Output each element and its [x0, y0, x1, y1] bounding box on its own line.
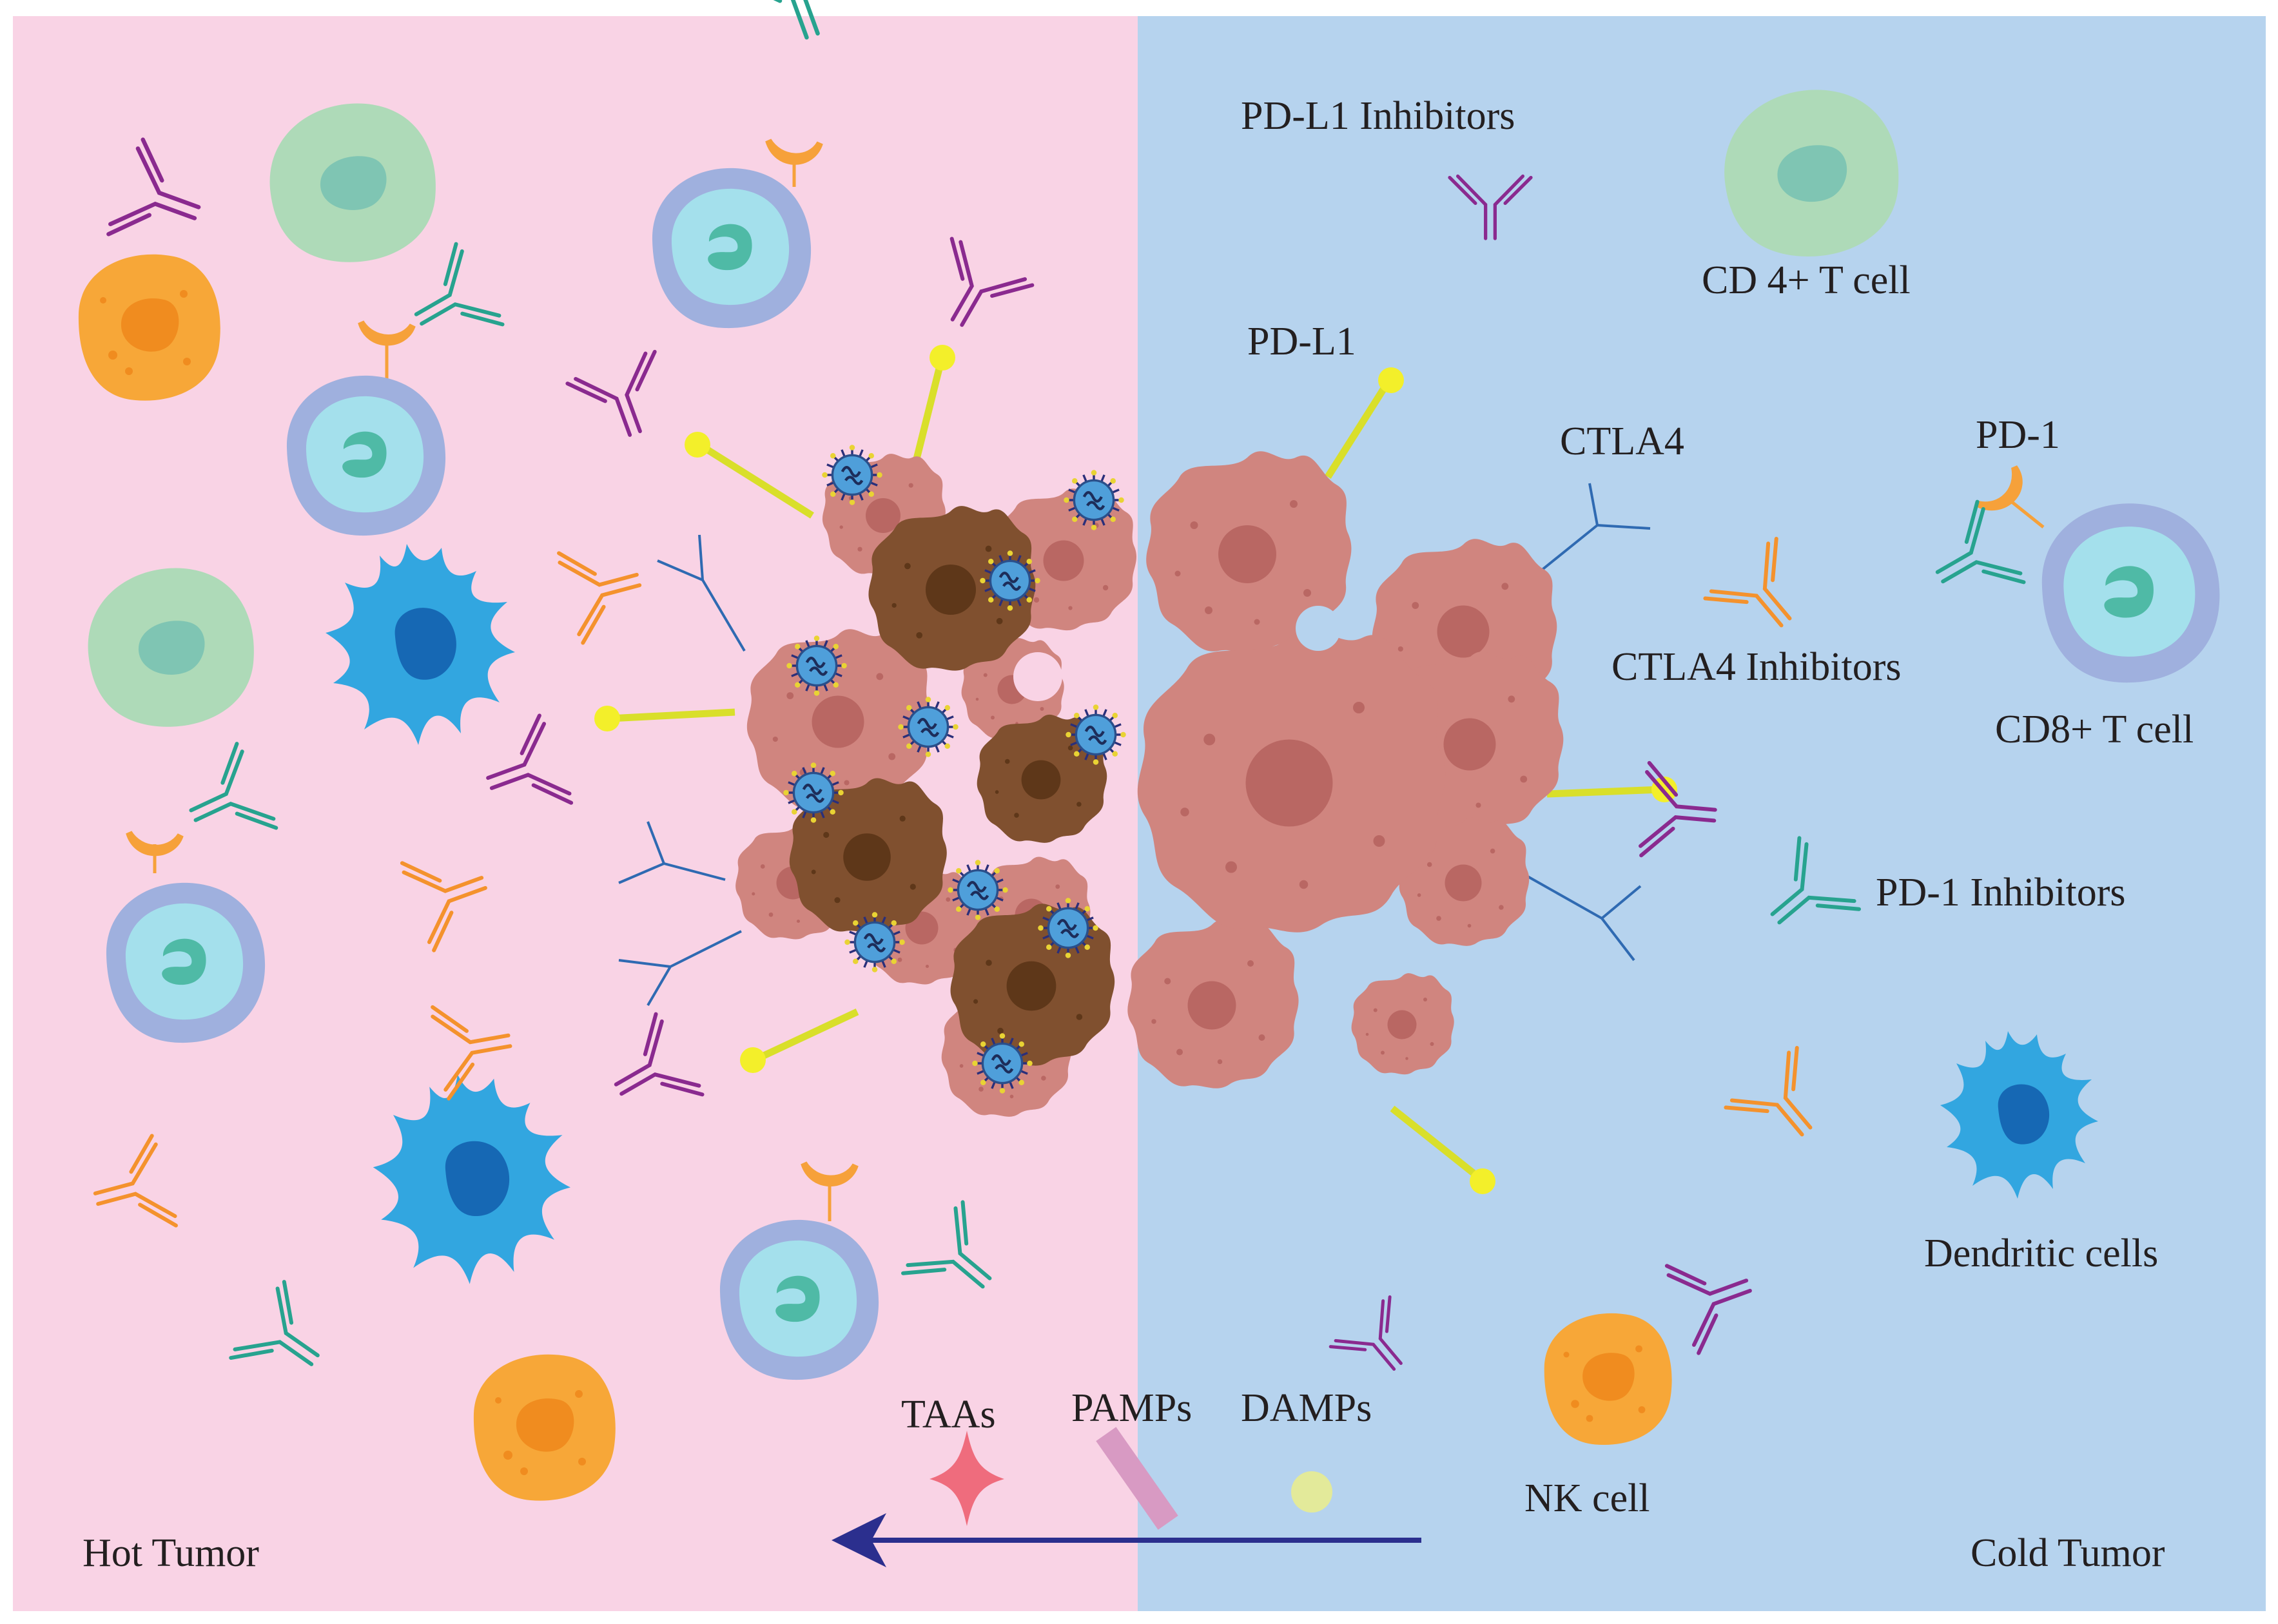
cold-tumor-label: Cold Tumor [1971, 1531, 2165, 1575]
pd-l1-ligands [594, 345, 1677, 1194]
cold-to-hot-arrow [832, 1513, 1421, 1567]
damp-dot [1291, 1471, 1332, 1513]
cd4-t-cell-label: CD 4+ T cell [1702, 258, 1911, 302]
pd-1-label: PD-1 [1976, 413, 2060, 457]
pd-l1-inhibitors-label: PD-L1 Inhibitors [1241, 94, 1515, 138]
taas-label: TAAs [901, 1393, 996, 1436]
tumor-gap [1013, 652, 1062, 701]
pd-1-receptor-caps [126, 139, 2023, 1187]
damps-label: DAMPs [1241, 1386, 1372, 1430]
pamps-label: PAMPs [1071, 1386, 1192, 1430]
released-molecules [930, 1427, 1332, 1530]
ctla4-label: CTLA4 [1560, 420, 1684, 463]
pd-l1-label: PD-L1 [1247, 320, 1356, 363]
taa-star [930, 1431, 1004, 1526]
cd8-t-cell-label: CD8+ T cell [1995, 708, 2194, 751]
tumor-gap [1296, 606, 1341, 651]
hot-tumor-label: Hot Tumor [83, 1531, 259, 1575]
ctla4-receptors [618, 483, 1651, 1007]
pamp-rod [1096, 1427, 1178, 1530]
pd-1-inhibitors-label: PD-1 Inhibitors [1876, 871, 2126, 914]
nk-cell-label: NK cell [1524, 1476, 1650, 1520]
dendritic-cells-label: Dendritic cells [1924, 1232, 2158, 1275]
ctla4-inhibitors-label: CTLA4 Inhibitors [1611, 645, 1901, 689]
tumor-mass [735, 451, 1564, 1117]
